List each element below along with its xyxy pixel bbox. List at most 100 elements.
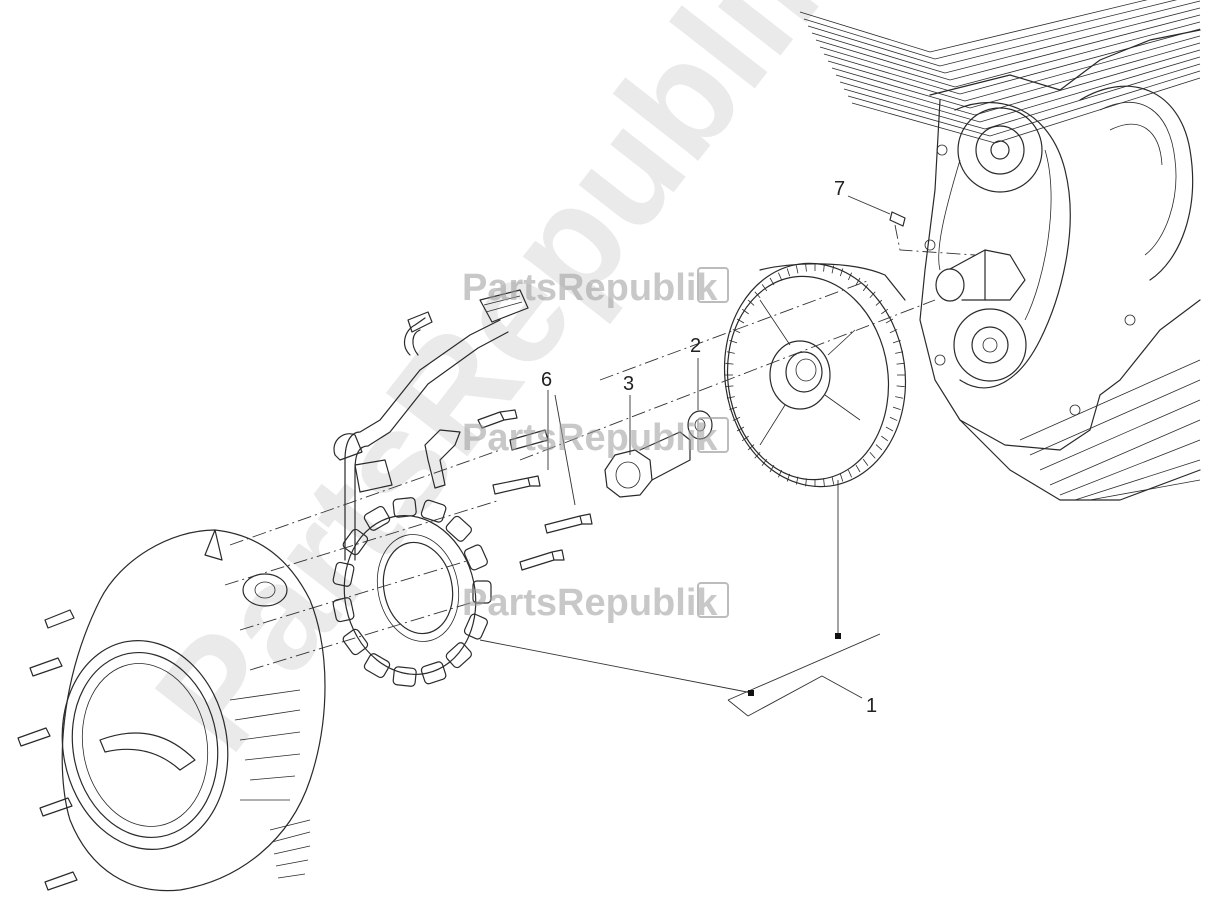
- cylinder-fin: [823, 28, 1201, 95]
- flywheel-tooth: [839, 268, 844, 277]
- cylinder-fin: [851, 77, 1201, 144]
- callout-7: 7: [834, 178, 845, 200]
- flywheel-tooth: [736, 318, 745, 324]
- stator-coil: [472, 580, 492, 604]
- flywheel-tooth: [786, 268, 791, 277]
- watermark-2-icon: [697, 417, 729, 453]
- watermark-3: PartsRepublik: [462, 582, 729, 624]
- stator-coil: [463, 613, 488, 640]
- assembly-axes: [224, 224, 976, 671]
- flywheel-tooth: [805, 263, 807, 272]
- stator-coil: [445, 642, 472, 669]
- flywheel-tooth: [754, 452, 761, 459]
- cylinder-fin: [807, 0, 1201, 67]
- flywheel-tooth: [732, 329, 741, 334]
- flywheel-tooth: [847, 469, 852, 478]
- flywheel-tooth: [895, 351, 904, 354]
- stator-coil: [392, 666, 417, 687]
- flywheel-tooth: [869, 291, 876, 298]
- flywheel-tooth: [726, 396, 735, 399]
- flywheel-tooth: [769, 277, 775, 286]
- flywheel-tooth: [889, 329, 898, 334]
- stator-coil: [332, 561, 355, 587]
- cylinder-fin: [815, 14, 1201, 81]
- callout-3: 3: [623, 373, 634, 395]
- flywheel-tooth: [754, 291, 761, 298]
- cylinder-fin: [831, 42, 1201, 109]
- flywheel-tooth: [747, 299, 755, 306]
- callout-6: 6: [541, 369, 552, 391]
- flywheel-tooth: [881, 308, 889, 315]
- flywheel-tooth: [831, 476, 835, 485]
- stator-coil: [342, 528, 369, 556]
- stator-coil: [363, 653, 391, 679]
- flywheel-tooth: [855, 464, 861, 473]
- stator-coil: [392, 497, 417, 518]
- flywheel-tooth: [729, 340, 738, 344]
- cylinder-fin: [847, 70, 1201, 137]
- flywheel-tooth: [881, 435, 889, 442]
- flywheel-tooth: [831, 265, 835, 274]
- flywheel-tooth: [889, 416, 898, 421]
- flywheel-tooth: [795, 265, 799, 274]
- watermark-3-text: PartsRepublik: [462, 582, 718, 624]
- callout-2: 2: [690, 335, 701, 357]
- flywheel-tooth: [741, 435, 749, 442]
- watermark-1-text: PartsRepublik: [462, 267, 718, 309]
- watermark-3-icon: [697, 582, 729, 618]
- flywheel-tooth: [896, 362, 905, 365]
- flywheel-tooth: [778, 272, 783, 281]
- flywheel-tooth: [869, 452, 876, 459]
- flywheel-tooth: [885, 318, 894, 324]
- flywheel-tooth: [896, 385, 905, 388]
- flywheel-tooth: [786, 473, 791, 482]
- flywheel-tooth: [875, 444, 883, 451]
- flywheel-tooth: [725, 385, 734, 388]
- stator-coil: [342, 628, 369, 656]
- engine-block: [799, 0, 1201, 501]
- flywheel-tooth: [823, 478, 825, 487]
- watermark-2-text: PartsRepublik: [462, 417, 718, 459]
- flywheel-tooth: [736, 426, 745, 432]
- flywheel-tooth: [732, 416, 741, 421]
- flywheel-tooth: [761, 284, 768, 292]
- flywheel-tooth: [729, 406, 738, 410]
- callout-1: 1: [866, 695, 877, 717]
- flywheel-tooth: [805, 478, 807, 487]
- flywheel-tooth: [761, 458, 768, 466]
- flywheel-tooth: [823, 263, 825, 272]
- watermark-2: PartsRepublik: [462, 417, 729, 459]
- cover-screws: [17, 609, 78, 891]
- stator-coil: [445, 515, 472, 542]
- flywheel-tooth: [892, 340, 901, 344]
- leader-dot-flywheel: [835, 633, 841, 639]
- flywheel-tooth: [862, 458, 869, 466]
- flywheel-tooth: [741, 308, 749, 315]
- stator-coil: [363, 505, 391, 531]
- cylinder-fin: [819, 21, 1201, 88]
- stator-coil: [463, 544, 488, 571]
- flywheel-tooth: [885, 426, 894, 432]
- flywheel-tooth: [778, 469, 783, 478]
- cylinder-fin: [843, 63, 1201, 130]
- flywheel-tooth: [847, 272, 852, 281]
- part-3-flywheel-nut: [604, 431, 691, 498]
- flywheel-tooth: [839, 473, 844, 482]
- leader-lines: [479, 195, 891, 717]
- flywheel-tooth: [726, 351, 735, 354]
- cylinder-fin: [827, 35, 1201, 102]
- generator-cover: [61, 529, 326, 892]
- part-7-pin: [889, 211, 906, 227]
- flywheel-tooth: [725, 362, 734, 365]
- flywheel-tooth: [769, 464, 775, 473]
- cylinder-fin: [811, 7, 1201, 74]
- leader-dot-stator: [748, 690, 754, 696]
- flywheel-tooth: [892, 406, 901, 410]
- watermark-1: PartsRepublik: [462, 267, 729, 309]
- stator-coil: [420, 499, 447, 523]
- cylinder-fin: [839, 56, 1201, 123]
- cylinder-fin: [835, 49, 1201, 116]
- flywheel-tooth: [795, 476, 799, 485]
- flywheel-tooth: [855, 277, 861, 286]
